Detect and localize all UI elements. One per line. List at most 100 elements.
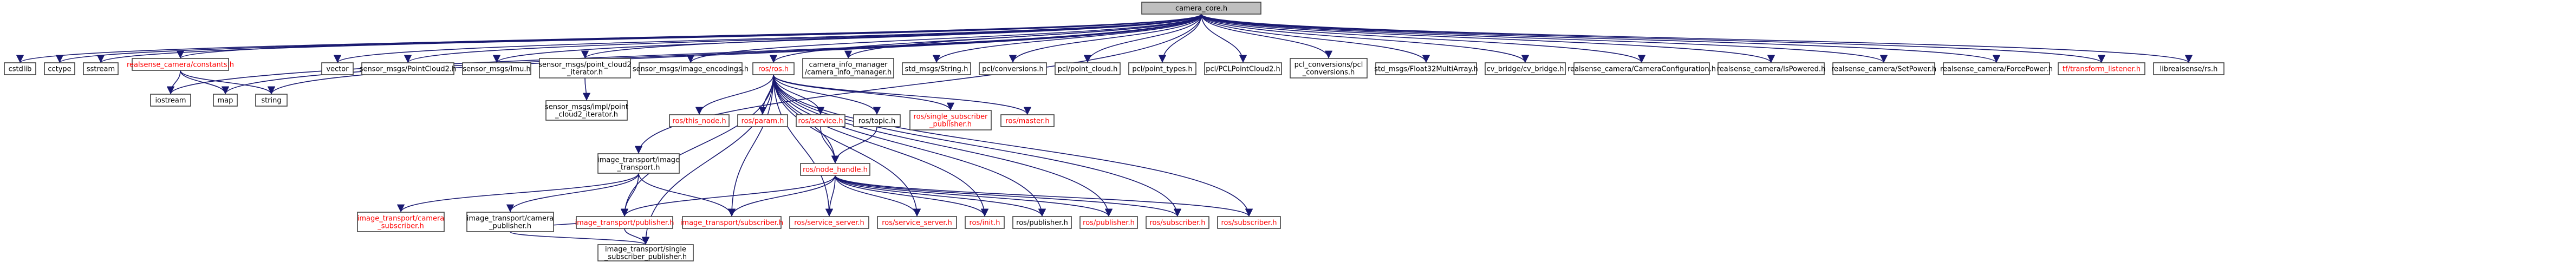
- node-constants[interactable]: realsense_camera/constants.h: [127, 58, 234, 71]
- node-pcl_pcl2[interactable]: pcl/PCLPointCloud2.h: [1204, 62, 1282, 75]
- node-ros_publisher[interactable]: ros/publisher.h: [1012, 216, 1072, 229]
- node-mod_pc2[interactable]: sensor_msgs/impl/point_cloud2_iterator.h: [545, 100, 628, 121]
- node-label: ros/service.h: [798, 117, 843, 126]
- node-label: camera_core.h: [1175, 5, 1227, 13]
- node-box: [576, 216, 673, 229]
- node-label: realsense_camera/ForcePower.h: [1940, 66, 2053, 74]
- node-ros_subscriber2[interactable]: ros/subscriber.h: [1217, 216, 1281, 229]
- node-ros_ros[interactable]: ros/ros.h: [752, 62, 795, 75]
- node-image_enc[interactable]: sensor_msgs/image_encodings.h: [633, 62, 749, 75]
- node-pcl_conv[interactable]: pcl/conversions.h: [979, 62, 1047, 75]
- edge-ros_ros-to-ros_topic: [773, 74, 881, 115]
- node-ros_thisnode[interactable]: ros/this_node.h: [669, 114, 730, 127]
- node-it_ssp[interactable]: image_transport/single_subscriber_publis…: [597, 244, 694, 261]
- node-string[interactable]: string: [255, 94, 288, 107]
- node-it_camsub[interactable]: image_transport/camera_subscriber.h: [357, 212, 445, 232]
- node-rs_cc[interactable]: realsense_camera/CameraConfiguration.h: [1567, 62, 1716, 75]
- node-iostream[interactable]: iostream: [150, 94, 191, 107]
- node-ros_init[interactable]: ros/init.h: [965, 216, 1005, 229]
- node-label: sensor_msgs/impl/point: [545, 103, 628, 112]
- node-box: [1012, 216, 1072, 229]
- node-it_campub[interactable]: image_transport/camera_publisher.h: [466, 212, 554, 232]
- edge-ros_nh-to-ros_publisher2: [835, 175, 1113, 217]
- node-pcl_pc[interactable]: pcl/point_cloud.h: [1055, 62, 1121, 75]
- node-pc2_iter[interactable]: sensor_msgs/point_cloud2_iterator.h: [538, 58, 632, 78]
- node-box: [789, 216, 869, 229]
- node-ros_master[interactable]: ros/master.h: [1000, 114, 1055, 127]
- edge-ros_nh-to-ros_svc_server: [825, 175, 836, 217]
- node-box: [669, 114, 730, 127]
- node-box: [796, 114, 845, 127]
- node-rs_ip[interactable]: realsense_camera/IsPowered.h: [1717, 62, 1826, 75]
- node-pointcloud2[interactable]: sensor_msgs/PointCloud2.h: [360, 62, 456, 75]
- node-label: ros/service_server.h: [794, 219, 864, 227]
- node-stdstring[interactable]: std_msgs/String.h: [902, 62, 971, 75]
- node-sstream[interactable]: sstream: [83, 62, 119, 75]
- node-ros_topic[interactable]: ros/topic.h: [853, 114, 901, 127]
- edge-camera_core-to-librs: [1201, 14, 2193, 63]
- node-label: realsense_camera/SetPower.h: [1831, 66, 1936, 74]
- node-label: cv_bridge/cv_bridge.h: [1487, 66, 1564, 74]
- node-map[interactable]: map: [213, 94, 238, 107]
- node-cim[interactable]: camera_info_manager/camera_info_manager.…: [802, 58, 894, 78]
- edge-ros_ros-to-ros_ssp: [773, 74, 955, 111]
- edge-it_it-to-it_pub: [620, 173, 639, 217]
- node-it_sub[interactable]: image_transport/subscriber.h: [680, 216, 783, 229]
- node-label: cstdlib: [9, 66, 32, 74]
- node-label: ros/init.h: [969, 219, 1000, 227]
- edge-ros_nh-to-ros_publisher: [835, 175, 1046, 217]
- node-ros_param[interactable]: ros/param.h: [737, 114, 788, 127]
- node-label: ros/publisher.h: [1083, 219, 1135, 227]
- node-rs_sp[interactable]: realsense_camera/SetPower.h: [1831, 62, 1936, 75]
- node-f32ma[interactable]: std_msgs/Float32MultiArray.h: [1374, 62, 1478, 75]
- node-label: image_transport/publisher.h: [575, 219, 674, 227]
- node-pcl_conv2[interactable]: pcl_conversions/pcl_conversions.h: [1290, 58, 1368, 78]
- node-label: pcl/point_cloud.h: [1058, 66, 1118, 74]
- node-imu[interactable]: sensor_msgs/Imu.h: [462, 62, 531, 75]
- edge-camera_core-to-sstream: [97, 14, 1202, 63]
- node-box: [150, 94, 191, 107]
- node-rs_fp[interactable]: realsense_camera/ForcePower.h: [1940, 62, 2053, 75]
- edge-pc2_iter-to-mod_pc2: [582, 77, 591, 101]
- edge-ros_ros-to-ros_subscriber: [773, 74, 1182, 217]
- node-cstdlib[interactable]: cstdlib: [4, 62, 36, 75]
- node-cctype[interactable]: cctype: [44, 62, 75, 75]
- node-ros_publisher2[interactable]: ros/publisher.h: [1079, 216, 1138, 229]
- edge-ros_ros-to-it_ssp: [641, 74, 774, 245]
- node-it_pub[interactable]: image_transport/publisher.h: [575, 216, 674, 229]
- edge-camera_core-to-pcl_pc: [1083, 14, 1202, 63]
- node-ros_svcserver[interactable]: ros/service_server.h: [877, 216, 957, 229]
- node-label: ros/service_server.h: [882, 219, 952, 227]
- node-ros_subscriber[interactable]: ros/subscriber.h: [1146, 216, 1209, 229]
- edge-ros_ros-to-ros_master: [773, 74, 1032, 115]
- node-ros_svc_server[interactable]: ros/service_server.h: [789, 216, 869, 229]
- node-label: _publisher.h: [489, 222, 531, 231]
- node-box: [44, 62, 75, 75]
- node-label: pcl_conversions/pcl: [1294, 61, 1363, 69]
- node-pcl_pt[interactable]: pcl/point_types.h: [1128, 62, 1196, 75]
- edge-ros_ros-to-it_pub: [620, 74, 774, 217]
- edge-constants-to-map: [180, 70, 230, 95]
- node-box: [213, 94, 238, 107]
- node-tf_listener[interactable]: tf/transform_listener.h: [2058, 62, 2145, 75]
- node-vector[interactable]: vector: [321, 62, 354, 75]
- node-librs[interactable]: librealsense/rs.h: [2153, 62, 2224, 75]
- node-label: sensor_msgs/Imu.h: [463, 66, 531, 74]
- node-label: image_transport/camera: [467, 215, 554, 223]
- node-ros_ssp[interactable]: ros/single_subscriber_publisher.h: [909, 110, 992, 130]
- node-box: [639, 62, 743, 75]
- node-label: image_transport/image: [597, 156, 680, 165]
- node-camera_core[interactable]: camera_core.h: [1141, 2, 1261, 15]
- node-box: [1128, 62, 1196, 75]
- node-label: _subscriber.h: [377, 222, 424, 231]
- edge-ros_service-to-ros_nh: [820, 126, 840, 164]
- node-label: ros/this_node.h: [672, 117, 726, 126]
- node-cvbridge[interactable]: cv_bridge/cv_bridge.h: [1485, 62, 1566, 75]
- node-ros_service[interactable]: ros/service.h: [796, 114, 845, 127]
- node-ros_nh[interactable]: ros/node_handle.h: [800, 163, 870, 176]
- node-label: ros/publisher.h: [1016, 219, 1068, 227]
- node-label: std_msgs/Float32MultiArray.h: [1374, 66, 1478, 74]
- node-it_it[interactable]: image_transport/image_transport.h: [597, 153, 680, 174]
- node-label: image_transport/subscriber.h: [680, 219, 783, 227]
- edge-ros_ros-to-ros_svc_server: [773, 74, 834, 217]
